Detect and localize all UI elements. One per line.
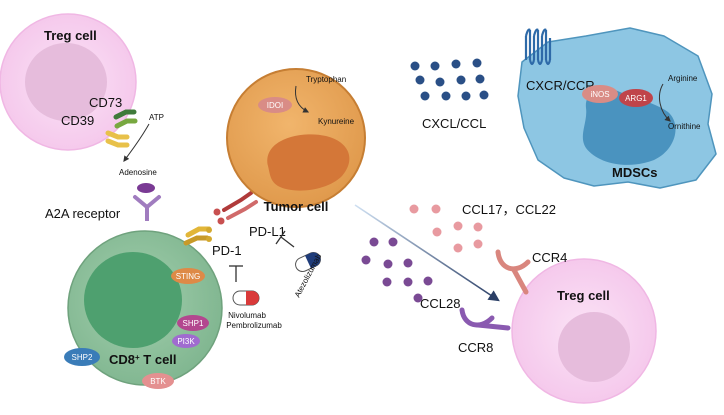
ccl17-dot xyxy=(453,243,463,253)
ccl28-dot xyxy=(382,277,392,287)
atp-to-adenosine-arrow xyxy=(123,123,150,162)
pdl1-ligand-shape xyxy=(213,191,258,225)
kynureine-label: Kynureine xyxy=(318,117,355,126)
pd1-label: PD-1 xyxy=(212,243,242,258)
cxcl-dot xyxy=(441,91,451,101)
ccl17-dot xyxy=(473,222,483,232)
cxcl-dot xyxy=(430,61,440,71)
svg-text:SHP1: SHP1 xyxy=(183,319,204,328)
btk-badge: BTK xyxy=(142,373,174,389)
cxcl-dot xyxy=(435,77,445,87)
cxcr-ccr-receptor-shape xyxy=(524,28,552,66)
ccl17-dot xyxy=(432,227,442,237)
treg-bottom-title: Treg cell xyxy=(557,288,610,303)
mdsc-cell xyxy=(517,27,717,189)
nivolumab-capsule-icon xyxy=(232,290,260,306)
tumor-title: Tumor cell xyxy=(264,199,329,214)
ccr8-label: CCR8 xyxy=(458,340,493,355)
svg-text:iNOS: iNOS xyxy=(590,90,609,99)
treg-cell-bottom: Treg cell xyxy=(511,258,657,404)
cxcl-dot xyxy=(410,61,420,71)
ccl28-dot xyxy=(413,293,423,303)
svg-text:STING: STING xyxy=(176,272,200,281)
tumor-nucleus xyxy=(267,134,350,191)
cxcl-dot xyxy=(472,58,482,68)
ccl28-dot xyxy=(403,258,413,268)
migration-arrow xyxy=(354,204,500,302)
ccl28-dot xyxy=(369,237,379,247)
mdsc-title: MDSCs xyxy=(612,165,658,180)
cxcl-dot xyxy=(479,90,489,100)
ccr8-receptor-shape xyxy=(459,307,511,331)
a2a-receptor-label: A2A receptor xyxy=(45,206,121,221)
ccl28-dot xyxy=(361,255,371,265)
ccl28-dot xyxy=(423,276,433,286)
adenosine-molecule xyxy=(137,183,155,193)
svg-text:BTK: BTK xyxy=(150,377,166,386)
svg-text:SHP2: SHP2 xyxy=(72,353,93,362)
cd8-nucleus xyxy=(84,252,182,348)
cxcl-dot xyxy=(415,75,425,85)
cd8-title: CD8+ T cell xyxy=(109,352,177,367)
a2a-receptor-shape xyxy=(133,195,161,221)
ccr4-label: CCR4 xyxy=(532,250,567,265)
ccl28-dot xyxy=(403,277,413,287)
cxcl-ccl-label: CXCL/CCL xyxy=(422,116,486,131)
ccl17-dot xyxy=(409,204,419,214)
arginine-arrow xyxy=(659,83,671,122)
ccl17-dot xyxy=(473,239,483,249)
inos-badge: iNOS xyxy=(582,85,618,103)
svg-text:ARG1: ARG1 xyxy=(625,94,647,103)
cxcl-dot xyxy=(456,75,466,85)
pdl1-inhibit-bar xyxy=(275,230,295,248)
shp1-badge: SHP1 xyxy=(177,315,209,331)
cd73-label: CD73 xyxy=(89,95,122,110)
pd1-inhibit-bar xyxy=(229,265,243,282)
treg-top-nucleus xyxy=(25,43,107,121)
pdl1-label: PD-L1 xyxy=(249,224,286,239)
shp2-badge: SHP2 xyxy=(64,348,100,366)
cd39-label: CD39 xyxy=(61,113,94,128)
cxcl-dot xyxy=(475,74,485,84)
ccl17-ccl22-dots xyxy=(409,204,483,253)
nivolumab-label: Nivolumab xyxy=(228,311,266,320)
tryptophan-label: Tryptophan xyxy=(306,75,346,84)
sting-badge: STING xyxy=(171,268,205,284)
treg-bottom-nucleus xyxy=(558,312,630,382)
pd1-receptor-shape xyxy=(183,226,212,246)
cxcl-ccl-dots xyxy=(410,58,489,101)
cxcl-dot xyxy=(420,91,430,101)
svg-text:IDOI: IDOI xyxy=(267,101,283,110)
arg1-badge: ARG1 xyxy=(619,89,653,107)
ido-badge: IDOI xyxy=(258,97,292,113)
mdsc-nucleus xyxy=(582,88,676,165)
ccl17-dot xyxy=(431,204,441,214)
cxcl-dot xyxy=(451,59,461,69)
treg-top-title: Treg cell xyxy=(44,28,97,43)
pembrolizumab-label: Pembrolizumab xyxy=(226,321,282,330)
cxcr-ccr-label: CXCR/CCR xyxy=(526,78,595,93)
ccl28-label: CCL28 xyxy=(420,296,460,311)
atp-label: ATP xyxy=(149,113,164,122)
adenosine-label: Adenosine xyxy=(119,168,157,177)
cxcl-dot xyxy=(461,91,471,101)
atezolizumab-capsule-icon xyxy=(295,251,321,273)
arginine-label: Arginine xyxy=(668,74,698,83)
ccl28-dot xyxy=(388,237,398,247)
ccr4-receptor-shape xyxy=(495,249,531,295)
svg-text:PI3K: PI3K xyxy=(177,337,195,346)
treg-cell-top: Treg cell xyxy=(0,13,137,151)
ccl28-dot xyxy=(383,259,393,269)
cd39-enzyme xyxy=(105,130,130,148)
cd73-enzyme xyxy=(113,109,138,129)
tryptophan-arrow xyxy=(295,85,310,113)
pi3k-badge: PI3K xyxy=(172,334,200,348)
ccl17-dot xyxy=(453,221,463,231)
ccl28-dots xyxy=(361,237,433,303)
ccl17-ccl22-label: CCL17，CCL22 xyxy=(462,202,556,217)
ornithine-label: Ornithine xyxy=(668,122,701,131)
